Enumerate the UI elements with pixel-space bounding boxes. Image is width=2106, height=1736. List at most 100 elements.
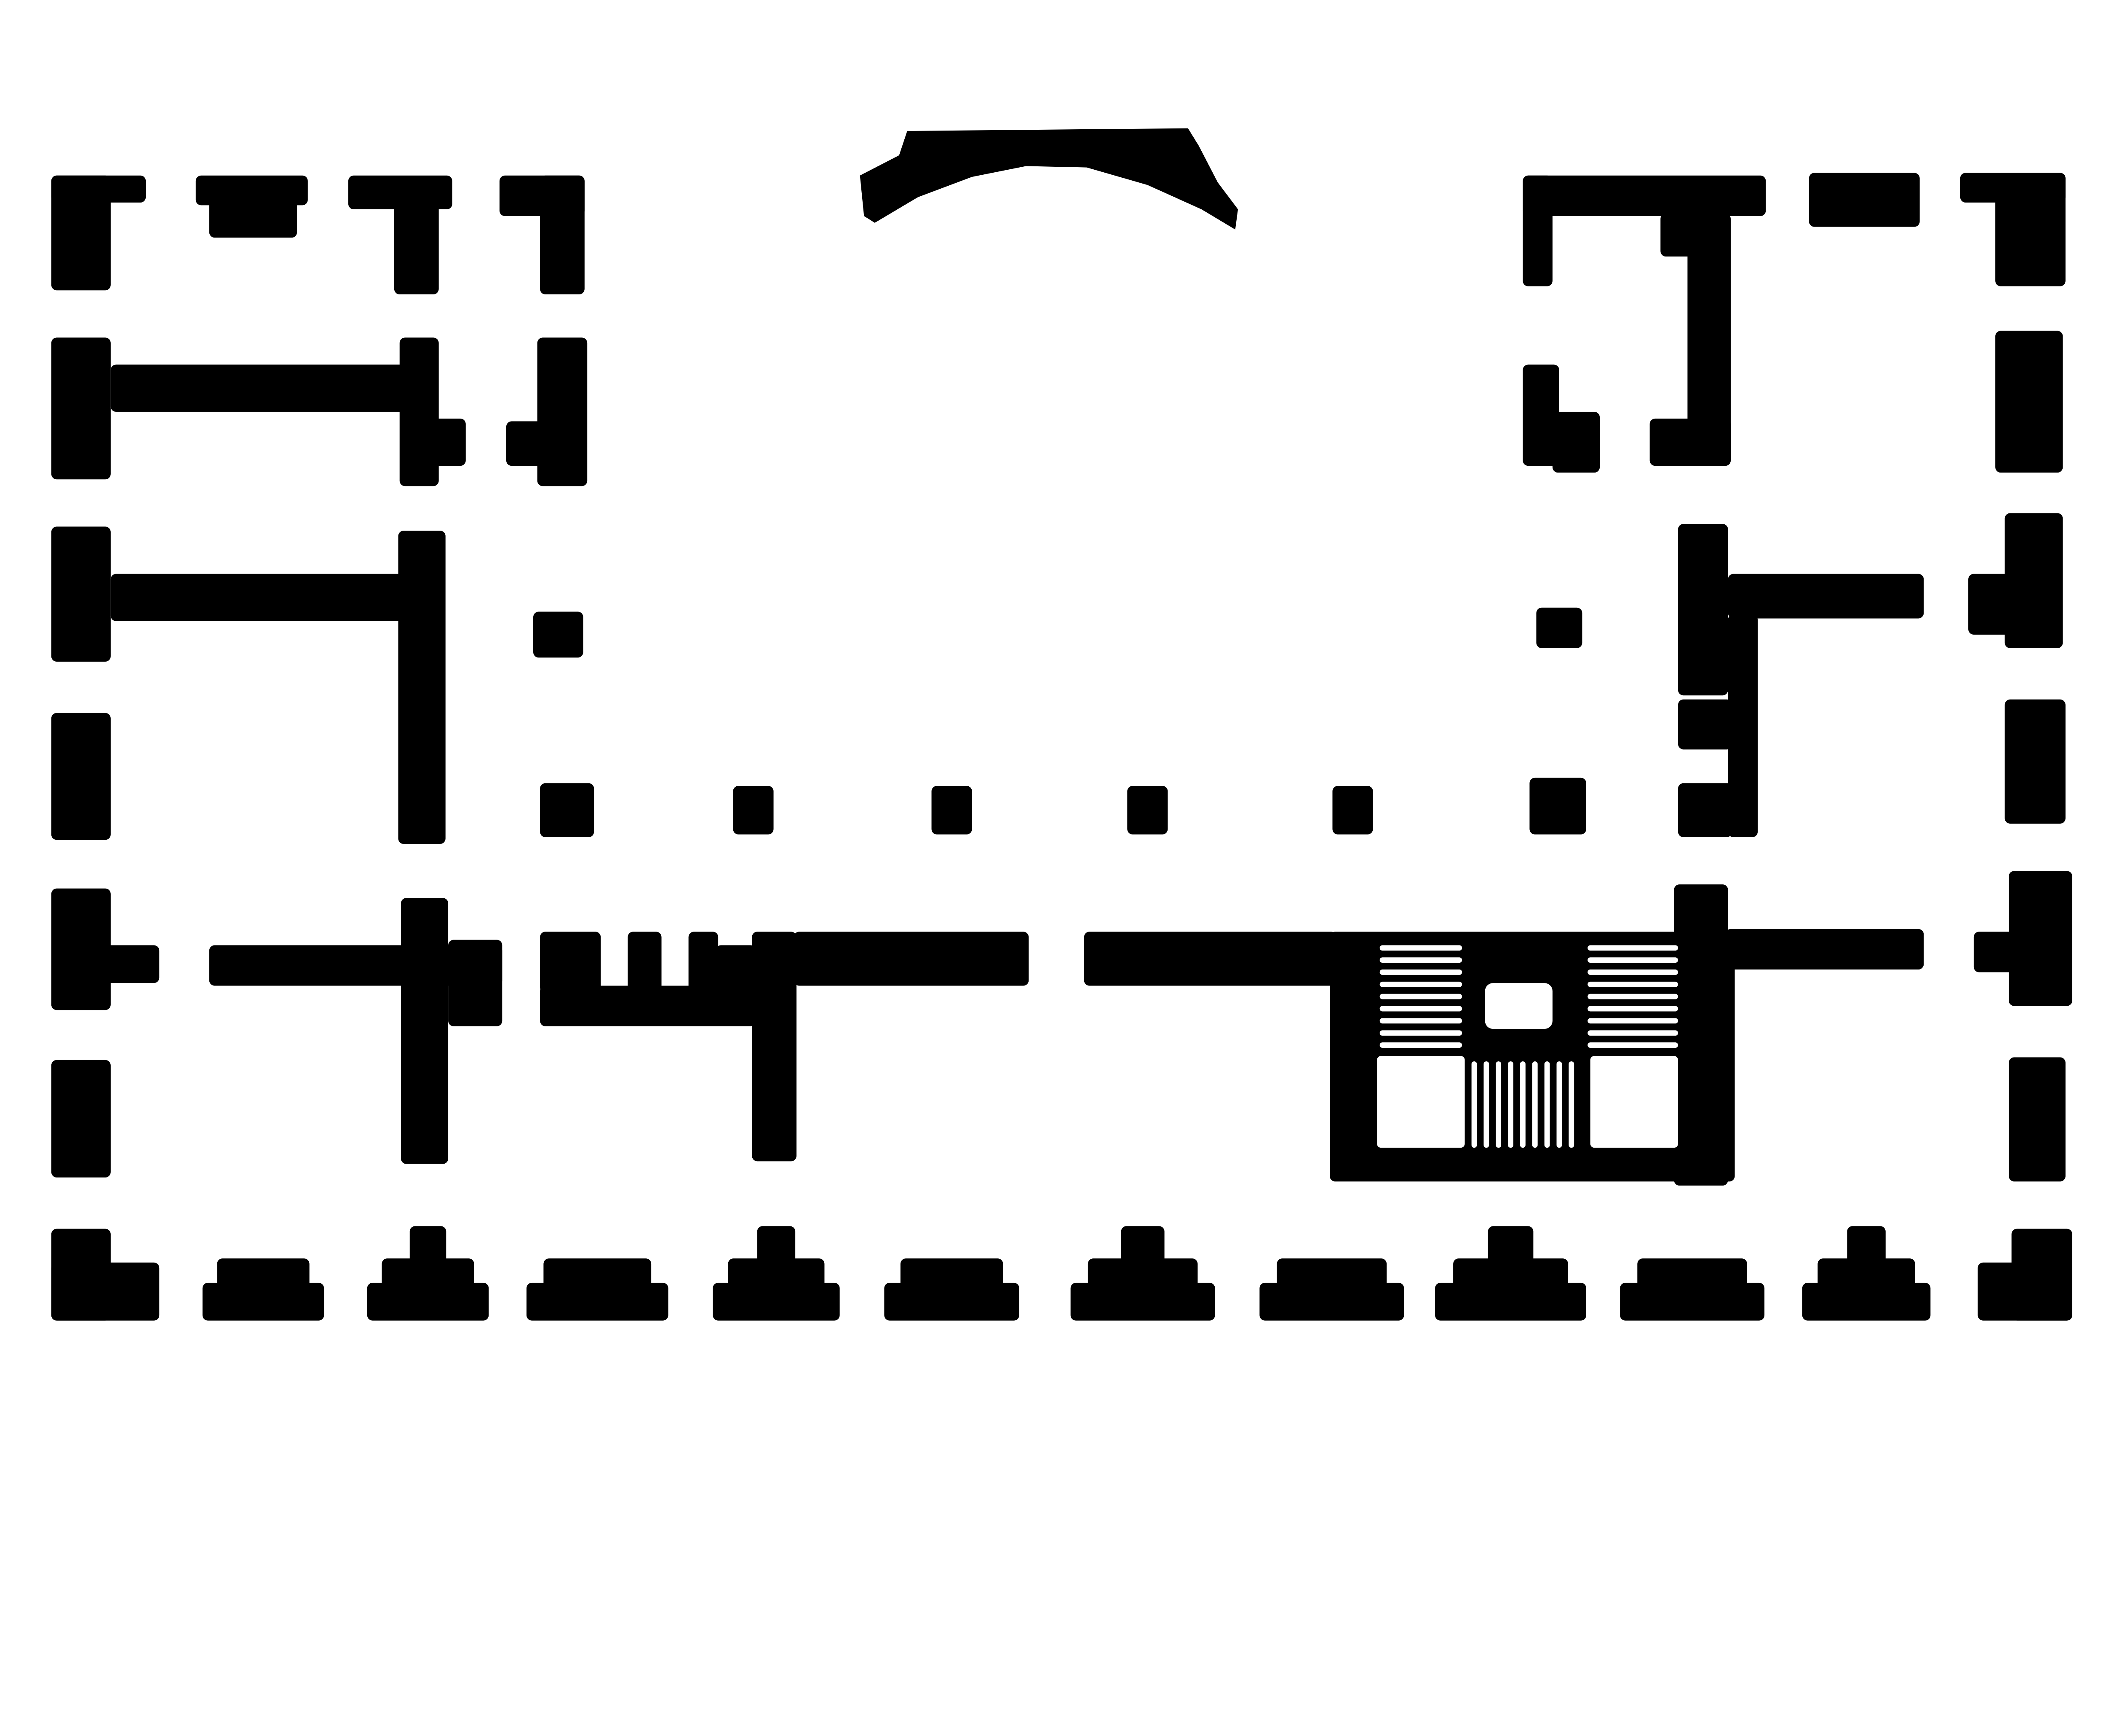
pier (348, 175, 452, 209)
wall (1687, 213, 1731, 466)
slot-opening (1544, 1061, 1550, 1148)
room-opening (1590, 1056, 1678, 1148)
slot-opening (1379, 957, 1462, 963)
pier (1523, 364, 1559, 466)
pier (1435, 1282, 1587, 1321)
corner-pier (1978, 1262, 2072, 1321)
slot-opening (1379, 1042, 1462, 1048)
edge-pier (2004, 699, 2066, 824)
pier (1552, 411, 1600, 473)
wall (398, 531, 446, 844)
column (533, 612, 583, 658)
room-opening (1485, 983, 1553, 1029)
wall (752, 932, 797, 1162)
column (540, 783, 594, 837)
slot-opening (1588, 945, 1678, 951)
pier (195, 175, 308, 206)
pier (713, 1282, 840, 1321)
corner-pier (51, 175, 111, 291)
wall (540, 986, 756, 1026)
slot-opening (1508, 1061, 1513, 1148)
pier (1809, 173, 1920, 227)
pier (1847, 1226, 1886, 1269)
wall (628, 932, 662, 993)
pier (1488, 1226, 1534, 1269)
wall (1523, 175, 1553, 286)
wall (1674, 884, 1728, 1186)
pier (1070, 1282, 1215, 1321)
arched-wall (860, 128, 1238, 230)
pier (1259, 1282, 1404, 1321)
wall (688, 932, 719, 993)
edge-pier (51, 888, 111, 1010)
pier (506, 421, 547, 466)
pier (1620, 1282, 1765, 1321)
wall (1678, 524, 1728, 696)
wall (399, 337, 439, 486)
wall (1728, 614, 1758, 837)
wall (794, 932, 1029, 986)
floor-plan (51, 128, 2072, 1321)
edge-pier (51, 1060, 111, 1178)
edge-pier (2004, 513, 2063, 648)
slot-opening (1471, 1061, 1477, 1148)
wall (1678, 699, 1732, 750)
edge-pier (105, 945, 160, 983)
slot-opening (1588, 981, 1678, 987)
slot-opening (1379, 1018, 1462, 1024)
slot-opening (1588, 1006, 1678, 1012)
room-opening (1377, 1056, 1465, 1148)
interior-openings (1377, 945, 1678, 1148)
slot-opening (1379, 969, 1462, 975)
wall (1084, 932, 1337, 986)
wall (432, 418, 466, 466)
wall (1728, 574, 1924, 619)
corner-pier (1995, 173, 2066, 286)
column (1536, 607, 1582, 648)
column (1529, 777, 1587, 835)
wall (1660, 213, 1696, 257)
slot-opening (1588, 1018, 1678, 1024)
pier (757, 1226, 796, 1269)
pier (526, 1282, 668, 1321)
wall (448, 940, 502, 1026)
edge-pier (2009, 1057, 2066, 1182)
wall (51, 337, 111, 480)
wall (110, 364, 405, 412)
pier (409, 1226, 446, 1269)
slot-opening (1588, 1030, 1678, 1036)
wall (1523, 175, 1766, 216)
wall (540, 932, 601, 993)
wall (110, 574, 405, 621)
column (1127, 786, 1168, 835)
slot-opening (1379, 981, 1462, 987)
slot-opening (1379, 945, 1462, 951)
edge-pier (1968, 574, 2012, 635)
slot-opening (1379, 994, 1462, 999)
walls-and-piers (51, 173, 2072, 1321)
wall (1678, 783, 1732, 837)
slot-opening (1496, 1061, 1502, 1148)
slot-opening (1588, 1042, 1678, 1048)
pier (1802, 1282, 1931, 1321)
wall (1649, 418, 1731, 466)
slot-opening (1588, 994, 1678, 999)
wall (715, 945, 756, 999)
slot-opening (1379, 1030, 1462, 1036)
pier (537, 337, 588, 486)
edge-pier (51, 713, 111, 840)
wall (401, 898, 449, 1164)
edge-pier (1973, 932, 2015, 972)
column (1332, 786, 1373, 835)
pier (367, 1282, 489, 1321)
slot-opening (1556, 1061, 1562, 1148)
column (733, 786, 774, 835)
edge-pier (2009, 871, 2072, 1006)
slot-opening (1588, 969, 1678, 975)
pier (540, 175, 585, 294)
slot-opening (1483, 1061, 1489, 1148)
slot-opening (1520, 1061, 1526, 1148)
slot-opening (1532, 1061, 1538, 1148)
pier (202, 1282, 324, 1321)
pier (1121, 1226, 1165, 1269)
